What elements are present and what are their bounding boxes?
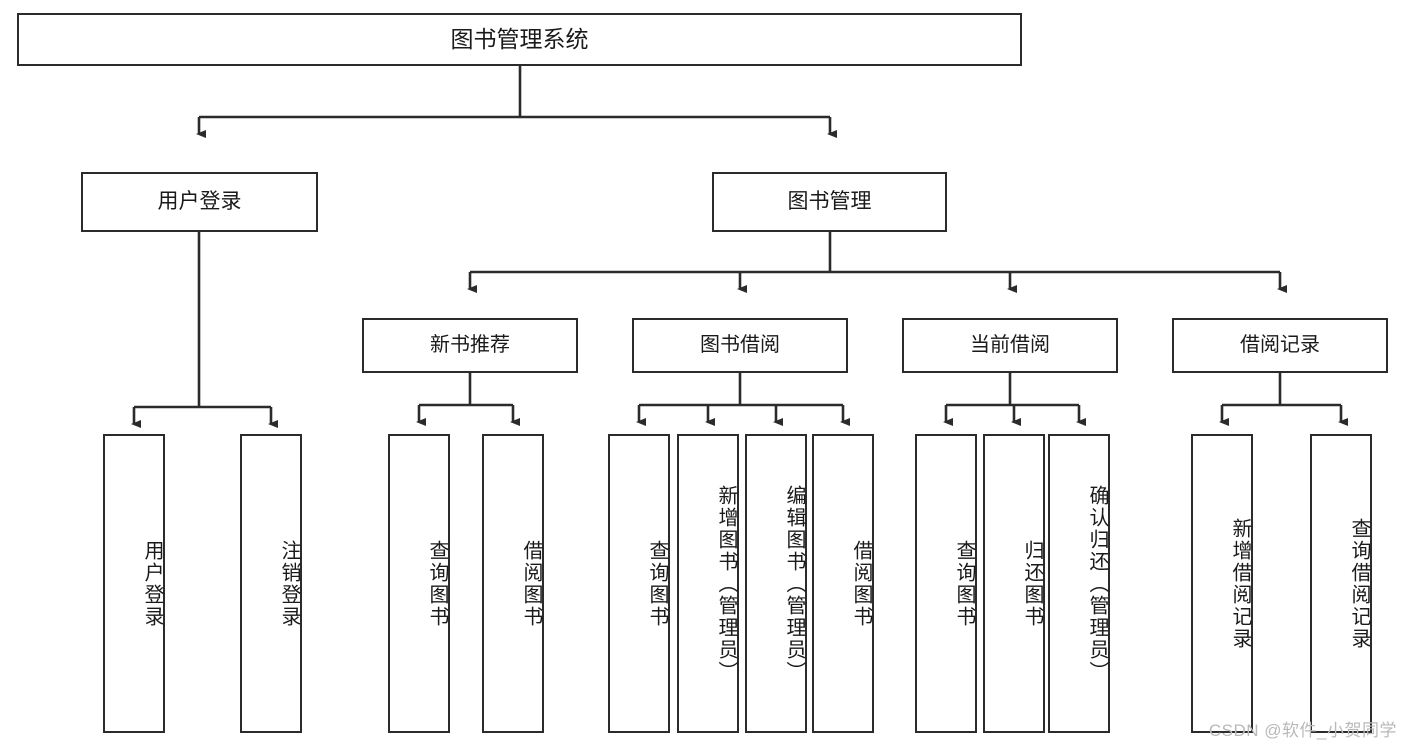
node-root-label: 图书管理系统 xyxy=(450,25,589,52)
node-book-manage-label: 图书管理 xyxy=(787,190,872,214)
node-borrow-record[interactable]: 借阅记录 xyxy=(1172,318,1388,373)
node-user-login[interactable]: 用户登录 xyxy=(81,172,318,232)
node-query-borrow-record-label: 查询借阅记录 xyxy=(1348,517,1370,650)
node-book-borrow[interactable]: 图书借阅 xyxy=(632,318,848,373)
node-root[interactable]: 图书管理系统 xyxy=(17,13,1022,66)
node-confirm-return-admin[interactable]: 确认归还（管理员） xyxy=(1048,434,1110,733)
node-return-book-label: 归还图书 xyxy=(1021,539,1043,628)
node-new-book-recommend-label: 新书推荐 xyxy=(430,334,510,357)
node-query-book-borrow[interactable]: 查询图书 xyxy=(608,434,670,733)
node-add-book-admin-label: 新增图书（管理员） xyxy=(715,484,737,683)
node-return-book[interactable]: 归还图书 xyxy=(983,434,1045,733)
node-query-borrow-record[interactable]: 查询借阅记录 xyxy=(1310,434,1372,733)
node-query-book-rec[interactable]: 查询图书 xyxy=(388,434,450,733)
node-add-borrow-record-label: 新增借阅记录 xyxy=(1229,517,1251,650)
node-edit-book-admin[interactable]: 编辑图书（管理员） xyxy=(745,434,807,733)
node-query-book-borrow-label: 查询图书 xyxy=(646,539,668,628)
node-user-login-leaf-label: 用户登录 xyxy=(141,539,163,628)
node-borrow-record-label: 借阅记录 xyxy=(1240,334,1320,357)
node-borrow-book-rec[interactable]: 借阅图书 xyxy=(482,434,544,733)
node-book-manage[interactable]: 图书管理 xyxy=(712,172,947,232)
node-add-borrow-record[interactable]: 新增借阅记录 xyxy=(1191,434,1253,733)
node-edit-book-admin-label: 编辑图书（管理员） xyxy=(783,484,805,683)
node-new-book-recommend[interactable]: 新书推荐 xyxy=(362,318,578,373)
node-borrow-book-rec-label: 借阅图书 xyxy=(520,539,542,628)
node-user-login-leaf[interactable]: 用户登录 xyxy=(103,434,165,733)
node-borrow-book[interactable]: 借阅图书 xyxy=(812,434,874,733)
node-query-book-current[interactable]: 查询图书 xyxy=(915,434,977,733)
node-query-book-current-label: 查询图书 xyxy=(953,539,975,628)
watermark: CSDN @软件_小贺同学 xyxy=(1208,721,1397,740)
node-logout-leaf[interactable]: 注销登录 xyxy=(240,434,302,733)
node-add-book-admin[interactable]: 新增图书（管理员） xyxy=(677,434,739,733)
node-query-book-rec-label: 查询图书 xyxy=(426,539,448,628)
node-borrow-book-label: 借阅图书 xyxy=(850,539,872,628)
node-logout-leaf-label: 注销登录 xyxy=(278,539,300,628)
node-current-borrow-label: 当前借阅 xyxy=(970,334,1050,357)
node-book-borrow-label: 图书借阅 xyxy=(700,334,780,357)
node-user-login-label: 用户登录 xyxy=(157,190,242,214)
node-confirm-return-admin-label: 确认归还（管理员） xyxy=(1086,484,1108,683)
node-current-borrow[interactable]: 当前借阅 xyxy=(902,318,1118,373)
